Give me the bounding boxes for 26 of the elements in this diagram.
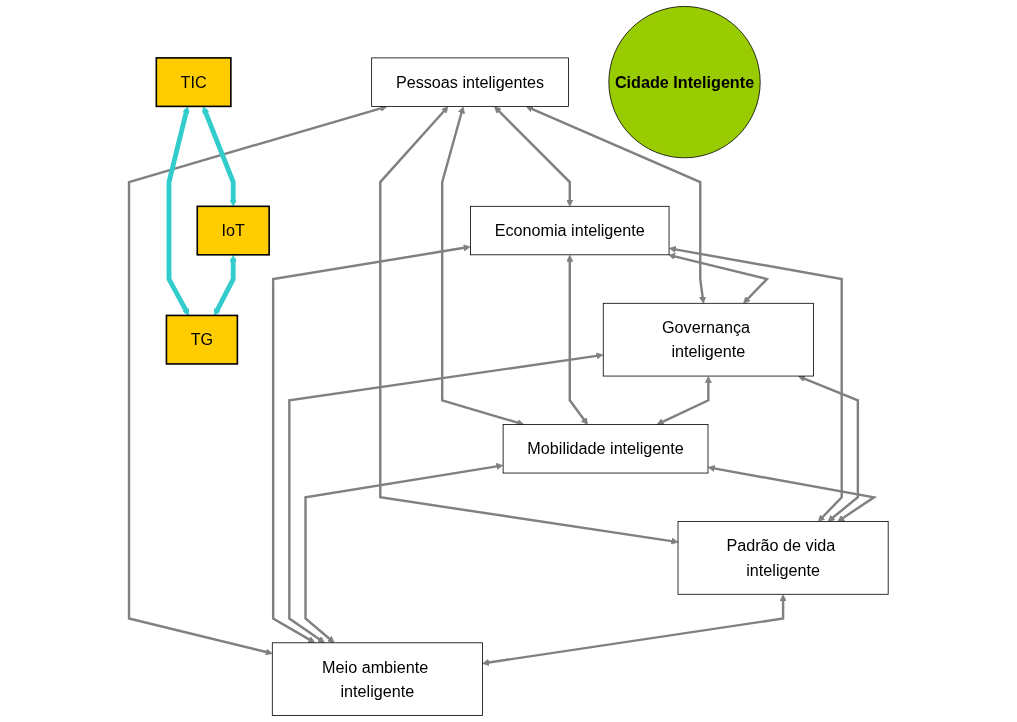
node-box: TG (165, 314, 239, 365)
node-box: IoT (196, 205, 270, 256)
arrow (668, 245, 843, 522)
arrow (288, 352, 604, 644)
arrow (668, 252, 770, 304)
node-circle: Cidade Inteligente (608, 6, 761, 159)
arrow (482, 594, 787, 667)
arrow (304, 462, 503, 644)
arrow (525, 105, 707, 304)
arrow (378, 106, 679, 545)
arrow (202, 106, 237, 207)
arrow (656, 376, 712, 426)
arrow (213, 254, 237, 316)
node-box: Padrão de vida inteligente (677, 521, 889, 595)
node-box: Mobilidade inteligente (502, 424, 709, 474)
arrow (707, 465, 878, 522)
arrow (797, 375, 859, 522)
arrow (166, 106, 190, 316)
node-box: Meio ambiente inteligente (271, 642, 483, 716)
node-box: Governança inteligente (602, 302, 814, 377)
arrow (566, 254, 588, 425)
arrow (494, 106, 574, 207)
node-box: TIC (155, 57, 232, 108)
arrow (271, 244, 471, 644)
node-box: Pessoas inteligentes (371, 57, 569, 107)
node-box: Economia inteligente (469, 205, 670, 256)
